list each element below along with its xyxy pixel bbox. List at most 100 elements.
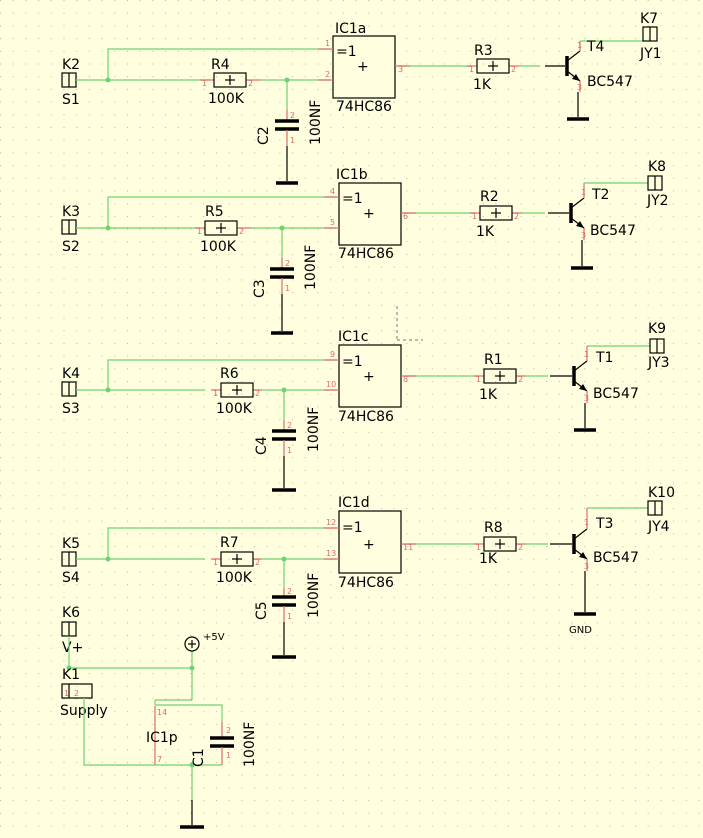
wire-s2-gate: [76, 196, 336, 229]
connector-k2-net: S1: [62, 92, 80, 108]
pin-number: 1: [584, 518, 589, 527]
pin-number: 1: [290, 136, 295, 145]
capacitor-c5-ref: C5: [254, 601, 270, 620]
pin-number: 1: [472, 212, 477, 221]
resistor-r6[interactable]: [220, 382, 254, 398]
pin-number: 2: [255, 558, 260, 567]
transistor-t4[interactable]: [545, 41, 581, 92]
resistor-r3[interactable]: [476, 58, 510, 74]
transistor-t1[interactable]: [550, 346, 588, 403]
resistor-r8[interactable]: [483, 536, 517, 552]
connector-k8-ref: K8: [648, 159, 666, 175]
junction: [189, 762, 195, 768]
gate-ic1a[interactable]: [332, 35, 396, 99]
transistor-t2-ref: T2: [591, 187, 609, 203]
pin-number: 2: [285, 259, 290, 268]
pin-number: 2: [290, 111, 295, 120]
transistor-t3-part: BC547: [593, 550, 639, 566]
capacitor-c1-ref: C1: [191, 748, 207, 767]
pin-number: 2: [514, 212, 519, 221]
resistor-r7-ref: R7: [220, 535, 239, 551]
capacitor-c3-ref: C3: [252, 279, 268, 298]
transistor-t3[interactable]: [550, 508, 588, 571]
gate-ic1d-sign: +: [363, 537, 375, 553]
resistor-r7[interactable]: [220, 551, 254, 567]
pin-number: 2: [248, 79, 253, 88]
channel-3: K4 S3 R6 100K C4 100NF IC1c =1 + 74HC86 …: [61, 306, 670, 492]
resistor-r1[interactable]: [483, 368, 517, 384]
resistor-r5-value: 100K: [200, 239, 237, 255]
gate-ic1c[interactable]: [338, 344, 402, 408]
junction: [284, 77, 290, 83]
pin-number: 9: [330, 350, 335, 359]
resistor-r5-ref: R5: [205, 204, 224, 220]
pin-number: 1: [584, 350, 589, 359]
transistor-t2[interactable]: [548, 183, 585, 240]
transistor-t2-part: BC547: [590, 223, 636, 239]
gate-ic1d-symbol: =1: [342, 520, 363, 536]
capacitor-c1-value: 100NF: [242, 722, 258, 767]
resistor-r2[interactable]: [479, 205, 513, 221]
pin-number: 3: [584, 562, 589, 571]
connector-k6-ref: K6: [62, 605, 80, 621]
pin-number: 2: [511, 65, 516, 74]
resistor-r6-ref: R6: [220, 366, 239, 382]
pin-number: 13: [326, 549, 336, 558]
connector-k1[interactable]: [61, 683, 93, 699]
pin-number: 1: [287, 612, 292, 621]
pin-number: 1: [287, 446, 292, 455]
resistor-r1-ref: R1: [484, 352, 503, 368]
pin-number: 1: [64, 689, 69, 698]
pin-number: 1: [476, 543, 481, 552]
pin-number: 1: [213, 389, 218, 398]
pin-number: 1: [285, 284, 290, 293]
connector-k10-ref: K10: [648, 485, 675, 501]
capacitor-c5-value: 100NF: [306, 573, 322, 618]
channel-4: K5 S4 R7 100K C5 100NF IC1d =1 + 74HC86 …: [61, 485, 675, 659]
pin-number: 1: [213, 558, 218, 567]
connector-k9-net: JY3: [647, 355, 670, 371]
pin-number: 1: [226, 751, 231, 760]
capacitor-c4-value: 100NF: [306, 407, 322, 452]
pin-number: 8: [403, 375, 408, 384]
connector-k2-ref: K2: [62, 57, 80, 73]
wire-s1-gate: [76, 48, 330, 81]
pin-number: 2: [518, 543, 523, 552]
pin-number: 1: [202, 79, 207, 88]
gate-ic1c-part: 74HC86: [338, 409, 394, 425]
gate-ic1a-part: 74HC86: [336, 99, 392, 115]
pin-number: 12: [326, 518, 336, 527]
connector-k6-net: V+: [62, 640, 83, 656]
resistor-r4[interactable]: [213, 72, 247, 88]
pin-number: 3: [584, 394, 589, 403]
gate-ic1d-part: 74HC86: [338, 575, 394, 591]
pin-numbers: 1 2 1 2 2 1 1 3 1 2 1 2 2 1 1 3 1 2 1 2 …: [64, 41, 589, 698]
gate-ic1b[interactable]: [338, 182, 402, 246]
junction: [189, 665, 195, 671]
junction: [105, 225, 111, 231]
gate-ic1b-sign: +: [363, 206, 375, 222]
gate-ic1d-ref: IC1d: [338, 495, 370, 511]
pin-number: 1: [577, 41, 582, 50]
connector-k1-ref: K1: [62, 667, 80, 683]
junction: [105, 556, 111, 562]
connector-k5-ref: K5: [62, 536, 80, 552]
transistor-t1-ref: T1: [595, 350, 613, 366]
resistor-r8-ref: R8: [484, 520, 503, 536]
resistor-r3-ref: R3: [474, 43, 493, 59]
pin-number: 6: [403, 212, 408, 221]
junction: [279, 225, 285, 231]
transistor-t3-ref: T3: [595, 516, 613, 532]
resistor-r5[interactable]: [204, 220, 238, 236]
connector-k3-net: S2: [62, 239, 80, 255]
pin-number: 2: [287, 587, 292, 596]
pin-number: 11: [403, 543, 413, 552]
gate-ic1b-symbol: =1: [342, 191, 363, 207]
connector-k7-net: JY1: [639, 46, 662, 62]
gate-ic1a-ref: IC1a: [335, 21, 366, 37]
gate-ic1d[interactable]: [338, 510, 402, 574]
pin-number: 1: [476, 375, 481, 384]
gate-ic1b-part: 74HC86: [338, 246, 394, 262]
